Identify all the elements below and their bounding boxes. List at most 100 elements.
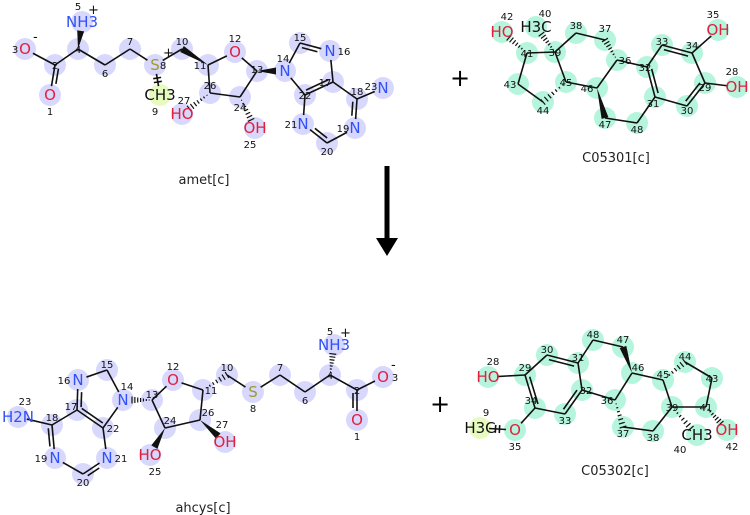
bond [622, 426, 654, 432]
atom-number: 15 [294, 33, 307, 44]
atom-label-n: N [297, 115, 308, 133]
bond [164, 419, 201, 429]
atom-charge: + [163, 46, 174, 61]
atom-number: 11 [194, 61, 207, 72]
atom-number: 47 [599, 120, 612, 131]
atom-highlight [14, 38, 36, 60]
atom-label-o: O [167, 371, 179, 389]
atom-highlight [525, 16, 547, 38]
atom-number: 5 [327, 327, 333, 338]
bond [329, 352, 337, 373]
bond [534, 407, 566, 415]
atom-number: 16 [58, 376, 71, 387]
atom-number: 33 [559, 416, 572, 427]
bond [652, 406, 673, 432]
atom-highlight [71, 11, 93, 33]
bond [77, 48, 106, 66]
atom-highlight [686, 424, 708, 446]
atom-highlight [346, 409, 368, 431]
bond [592, 339, 624, 348]
atom-label-c: CH3 [144, 86, 175, 104]
atom-label-o: OH [213, 433, 236, 451]
atom-number: 20 [321, 147, 334, 158]
atom-number: 20 [77, 478, 90, 489]
atom-number: 13 [146, 390, 159, 401]
bond [207, 64, 211, 94]
atom-number: 36 [619, 56, 632, 67]
bond [207, 55, 228, 66]
atom-label-c: H3C [520, 18, 551, 36]
atom-number: 17 [319, 78, 332, 89]
bond [597, 88, 609, 119]
atom-number: 45 [657, 370, 670, 381]
bond [654, 96, 688, 107]
atom-number: 6 [102, 69, 108, 80]
bond [614, 372, 633, 401]
atom-number: 16 [338, 47, 351, 58]
atom-highlight [469, 417, 491, 439]
atom-highlight [67, 369, 89, 391]
atom-highlight [139, 444, 161, 466]
bond [488, 424, 507, 434]
atom-number: 29 [519, 363, 532, 374]
atom-number: 27 [178, 96, 191, 107]
atom-number: 9 [152, 107, 158, 118]
atom-number: 29 [699, 83, 712, 94]
atom-label-c: H3C [464, 419, 495, 437]
bond [129, 48, 148, 61]
atom-highlight [149, 84, 171, 106]
atom-charge: - [33, 30, 38, 45]
bond [685, 82, 706, 107]
atom-number: 36 [601, 396, 614, 407]
bond [241, 57, 258, 72]
atom-label-o: O [351, 411, 363, 429]
atom-highlight [292, 113, 314, 135]
bond [153, 73, 162, 87]
bond [76, 407, 104, 429]
bond [707, 408, 724, 427]
atom-number: 26 [202, 408, 215, 419]
bond [691, 52, 706, 84]
bond [619, 345, 632, 373]
atom-number: 12 [229, 34, 242, 45]
bond [86, 369, 108, 378]
atom-label-o: OH [706, 21, 729, 39]
plus-sign-reactants: + [450, 64, 470, 92]
atom-number: 19 [337, 124, 350, 135]
atom-charge: + [88, 3, 99, 18]
bond [288, 42, 301, 64]
atom-label-n: N [101, 449, 112, 467]
atom-number: 4 [75, 45, 81, 56]
bond [199, 389, 204, 421]
bond [517, 83, 544, 103]
bond [299, 42, 322, 53]
atom-label-n: N [279, 62, 290, 80]
bond [47, 424, 55, 450]
bond [646, 44, 663, 68]
bond [631, 372, 664, 381]
atom-number: 39 [549, 48, 562, 59]
bond [200, 420, 221, 439]
atom-highlight [44, 447, 66, 469]
atom-number: 4 [327, 371, 333, 382]
bond [102, 406, 119, 429]
atom-number: 24 [234, 103, 247, 114]
atom-highlight [716, 419, 738, 441]
atom-number: 34 [686, 41, 699, 52]
atom-number: 8 [250, 404, 256, 415]
bond [351, 98, 358, 120]
atom-number: 33 [656, 37, 669, 48]
atom-highlight [707, 19, 729, 41]
atom-highlight [242, 381, 264, 403]
atom-highlight [372, 366, 394, 388]
atom-number: 46 [581, 84, 594, 95]
atom-number: 35 [509, 442, 522, 453]
bond [546, 354, 579, 367]
atom-number: 22 [299, 91, 312, 102]
bond [616, 59, 648, 68]
atom-number: 32 [639, 63, 652, 74]
bond [32, 52, 56, 66]
bond [304, 374, 331, 393]
atom-highlight [7, 406, 29, 428]
molecule-name-ahcys: ahcys[c] [175, 501, 230, 515]
